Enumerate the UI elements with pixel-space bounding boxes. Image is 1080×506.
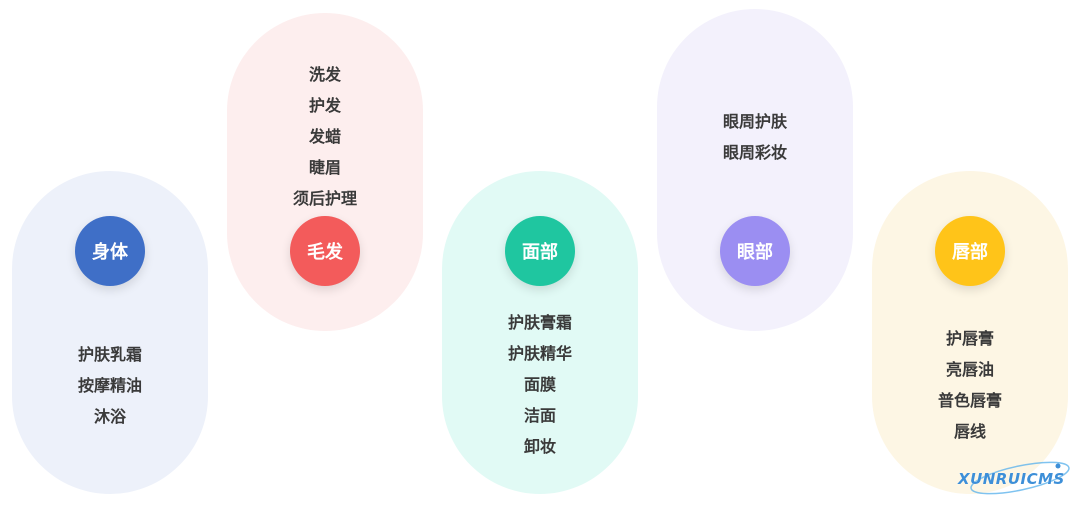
list-item: 沐浴 — [93, 407, 126, 426]
watermark-logo: XUNRUICMS — [950, 458, 1076, 498]
category-badge-face: 面部 — [505, 216, 575, 286]
list-item: 护肤膏霜 — [507, 313, 572, 332]
list-item: 唇线 — [953, 422, 986, 441]
category-badge-body: 身体 — [75, 216, 145, 286]
list-item: 护肤乳霜 — [77, 345, 142, 364]
item-list-body: 护肤乳霜 按摩精油 沐浴 — [12, 339, 208, 432]
item-list-lip: 护唇膏 亮唇油 普色唇膏 唇线 — [872, 323, 1068, 447]
category-badge-eye: 眼部 — [720, 216, 790, 286]
list-item: 洁面 — [523, 406, 556, 425]
watermark-text: XUNRUICMS — [958, 470, 1065, 488]
list-item: 护发 — [308, 96, 341, 115]
list-item: 按摩精油 — [77, 376, 142, 395]
list-item: 护肤精华 — [507, 344, 572, 363]
item-list-face: 护肤膏霜 护肤精华 面膜 洁面 卸妆 — [442, 307, 638, 462]
item-list-hair: 洗发 护发 发蜡 睫眉 须后护理 — [227, 59, 423, 214]
list-item: 面膜 — [523, 375, 556, 394]
list-item: 亮唇油 — [945, 360, 994, 379]
item-list-eye: 眼周护肤 眼周彩妆 — [657, 106, 853, 168]
list-item: 须后护理 — [292, 189, 357, 208]
category-badge-hair: 毛发 — [290, 216, 360, 286]
list-item: 卸妆 — [523, 437, 556, 456]
list-item: 洗发 — [308, 65, 341, 84]
list-item: 普色唇膏 — [937, 391, 1002, 410]
list-item: 眼周彩妆 — [722, 143, 787, 162]
list-item: 眼周护肤 — [722, 112, 787, 131]
list-item: 护唇膏 — [945, 329, 994, 348]
orbit-swoosh-icon — [970, 461, 1070, 495]
list-item: 睫眉 — [308, 158, 341, 177]
category-badge-lip: 唇部 — [935, 216, 1005, 286]
list-item: 发蜡 — [308, 127, 341, 146]
